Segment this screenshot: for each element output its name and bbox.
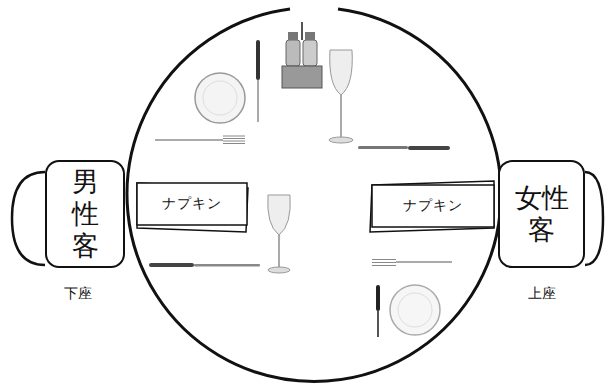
- knife: [149, 263, 260, 267]
- napkin-label: ナプキン: [403, 197, 463, 215]
- chair-back: [12, 172, 45, 265]
- place-setting: [372, 259, 452, 337]
- place-setting: [155, 40, 260, 144]
- seat-box: 女性客: [498, 160, 585, 268]
- seat-label: 女性客: [512, 182, 571, 246]
- napkin-box: ナプキン: [137, 183, 247, 225]
- cruet: [282, 22, 322, 88]
- knife: [358, 146, 450, 150]
- wine-glass: [329, 50, 353, 143]
- seat-label: 男性客: [59, 166, 111, 262]
- seat-rank-label: 上座: [528, 285, 556, 303]
- napkin-box: ナプキン: [372, 185, 494, 227]
- napkin-outline: [137, 181, 494, 232]
- seat-rank-label: 下座: [64, 285, 92, 303]
- chair-back: [585, 172, 603, 265]
- round-table: [127, 9, 501, 381]
- seat-box: 男性客: [45, 160, 125, 268]
- napkin-label: ナプキン: [162, 195, 222, 213]
- wine-glass: [268, 195, 291, 273]
